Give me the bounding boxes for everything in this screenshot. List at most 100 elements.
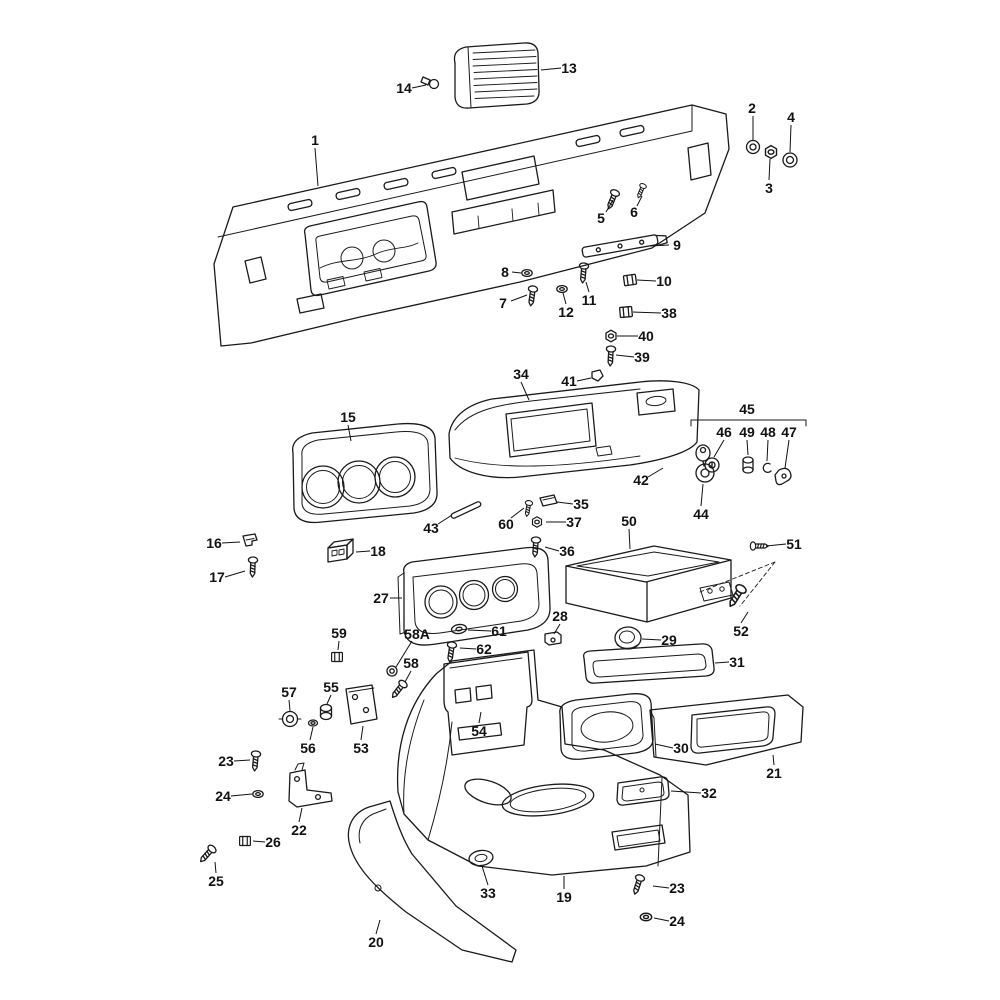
callout-24: 24 — [215, 788, 231, 804]
leader-line-46 — [713, 439, 725, 458]
leader-line-8 — [511, 271, 522, 274]
callout-21: 21 — [766, 765, 782, 781]
callout-4: 4 — [787, 109, 795, 125]
leader-line-34 — [520, 381, 530, 401]
callout-30: 30 — [673, 740, 689, 756]
leader-line-38 — [632, 311, 662, 314]
callout-6: 6 — [630, 204, 638, 220]
callout-43: 43 — [423, 520, 439, 536]
leader-line-48 — [766, 439, 769, 462]
leader-line-24 — [653, 917, 670, 922]
leader-lines-layer — [214, 67, 792, 935]
callout-13: 13 — [561, 60, 577, 76]
leader-line-20 — [375, 919, 381, 935]
callout-17: 17 — [209, 569, 225, 585]
leader-line-62 — [459, 647, 477, 650]
callout-33: 33 — [480, 885, 496, 901]
leader-line-60 — [510, 507, 525, 519]
callout-27: 27 — [373, 590, 389, 606]
callout-23: 23 — [218, 753, 234, 769]
part-20-sill-trim — [347, 800, 517, 963]
part-4-flanged-nut — [782, 152, 798, 168]
callout-22: 22 — [291, 822, 307, 838]
callout-28: 28 — [552, 608, 568, 624]
leader-line-43 — [437, 514, 453, 525]
part-37-nut — [531, 516, 543, 528]
part-48-circlip — [762, 462, 772, 474]
callout-57: 57 — [281, 684, 297, 700]
leader-line-6 — [636, 195, 643, 207]
leader-line-22 — [298, 807, 303, 823]
part-15-instrument-bezel — [291, 422, 438, 524]
leader-line-56 — [309, 726, 314, 741]
leader-line-12 — [562, 292, 567, 305]
leader-line-39 — [615, 354, 635, 358]
part-27-console-gauge-bezel — [397, 546, 551, 646]
callout-48: 48 — [760, 424, 776, 440]
part-57-knob — [278, 710, 302, 728]
callout-45-bracket — [690, 419, 807, 427]
leader-line-4 — [789, 124, 792, 153]
part-13-speaker-grille — [453, 42, 540, 109]
leader-line-31 — [714, 661, 730, 664]
leader-line-28 — [553, 623, 561, 635]
leader-line-33 — [481, 865, 489, 886]
leader-line-61 — [467, 629, 492, 632]
callout-1: 1 — [311, 132, 319, 148]
part-29-cap — [614, 626, 642, 650]
leader-line-23 — [233, 759, 251, 762]
callout-49: 49 — [739, 424, 755, 440]
callout-18: 18 — [370, 543, 386, 559]
leader-line-41 — [576, 377, 592, 382]
part-50-storage-tray — [565, 545, 776, 623]
callout-2: 2 — [748, 100, 756, 116]
callout-54: 54 — [471, 723, 487, 739]
callout-39: 39 — [634, 349, 650, 365]
part-58a-washer — [386, 665, 398, 677]
leader-line-42 — [647, 467, 664, 478]
part-2-washer — [745, 139, 761, 155]
part-3-nut — [764, 144, 778, 160]
part-38-clip — [618, 305, 634, 319]
callout-12: 12 — [558, 304, 574, 320]
callout-56: 56 — [300, 740, 316, 756]
part-40-nut — [605, 329, 617, 343]
callout-14: 14 — [396, 80, 412, 96]
part-60-screw — [522, 499, 534, 518]
part-14-clip — [420, 76, 440, 90]
callout-37: 37 — [566, 514, 582, 530]
part-51-screw — [749, 541, 769, 551]
callout-32: 32 — [701, 785, 717, 801]
leader-line-57 — [288, 699, 291, 712]
callout-44: 44 — [693, 506, 709, 522]
leader-line-3 — [768, 158, 771, 181]
part-43-pin — [450, 501, 482, 519]
callout-24: 24 — [669, 913, 685, 929]
callout-62: 62 — [476, 641, 492, 657]
callout-26: 26 — [265, 834, 281, 850]
callout-46: 46 — [716, 424, 732, 440]
callout-55: 55 — [323, 679, 339, 695]
part-44-lock-with-key — [695, 444, 715, 483]
part-31-rear-trim-frame — [582, 643, 715, 684]
leader-line-55 — [326, 694, 332, 705]
callout-31: 31 — [729, 654, 745, 670]
callout-38: 38 — [661, 305, 677, 321]
callout-25: 25 — [208, 873, 224, 889]
leader-line-24 — [230, 793, 253, 797]
part-7-screw — [525, 284, 539, 308]
part-41-clip — [591, 369, 604, 382]
leader-line-29 — [641, 638, 662, 641]
callout-23: 23 — [669, 880, 685, 896]
part-8-washer — [521, 268, 533, 278]
part-24-washer-left — [252, 789, 264, 799]
part-6-pin — [634, 182, 648, 200]
part-35-block — [539, 494, 558, 507]
part-49-tumbler — [742, 456, 754, 474]
leader-line-59 — [337, 640, 340, 651]
part-54-console-front-panel — [443, 651, 533, 756]
leader-line-53 — [360, 725, 364, 741]
leader-line-14 — [411, 84, 427, 89]
leader-line-11 — [585, 281, 590, 293]
